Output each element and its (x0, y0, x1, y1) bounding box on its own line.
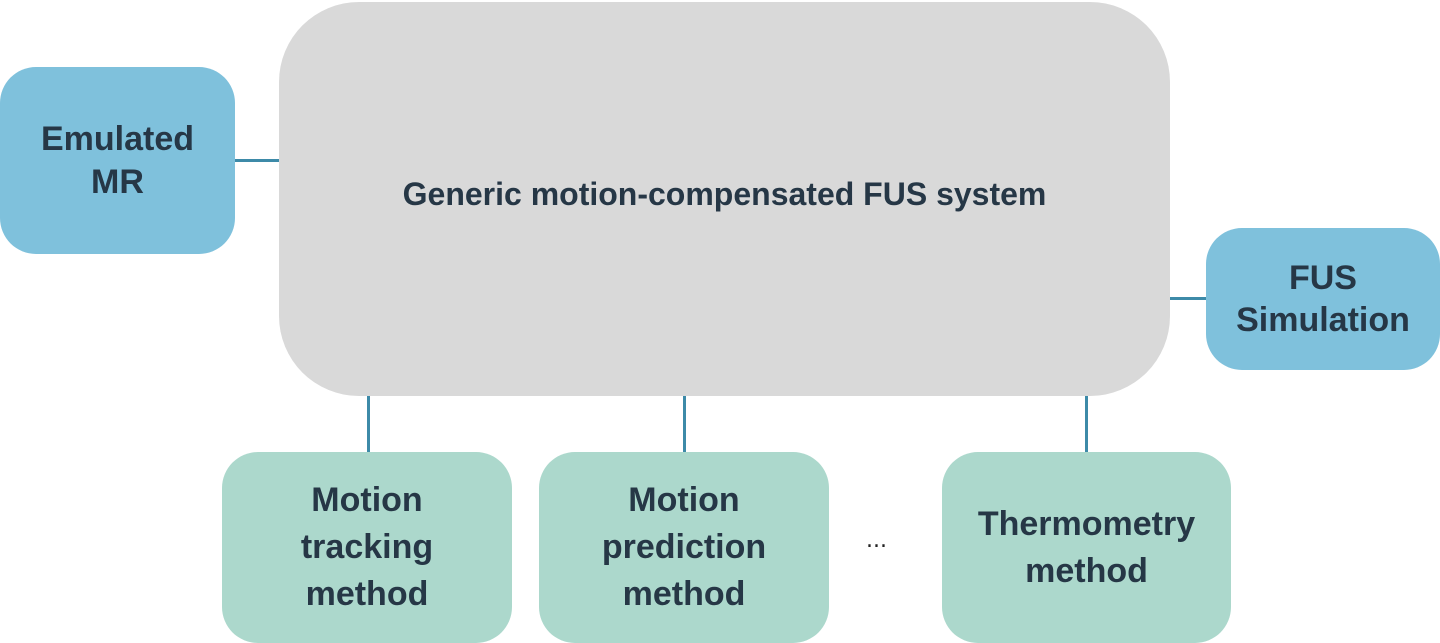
connector-thermometry (1085, 396, 1088, 452)
motion-tracking-box: Motion tracking method (222, 452, 512, 643)
motion-tracking-label: Motion tracking method (300, 481, 434, 613)
connector-fus-simulation (1170, 297, 1206, 300)
connector-motion-prediction (683, 396, 686, 452)
fus-simulation-label: FUS Simulation (1236, 258, 1410, 340)
connector-emulated-mr (235, 159, 279, 162)
thermometry-box: Thermometry method (942, 452, 1231, 643)
central-system-box: Generic motion-compensated FUS system (279, 2, 1170, 396)
emulated-mr-label: Emulated MR (40, 120, 195, 201)
connector-motion-tracking (367, 396, 370, 452)
central-system-label: Generic motion-compensated FUS system (402, 176, 1047, 212)
thermometry-label: Thermometry method (977, 504, 1196, 590)
emulated-mr-box: Emulated MR (0, 67, 235, 254)
fus-simulation-box: FUS Simulation (1206, 228, 1440, 370)
more-modules-ellipsis: ... (866, 528, 887, 553)
motion-prediction-label: Motion prediction method (601, 481, 767, 613)
motion-prediction-box: Motion prediction method (539, 452, 829, 643)
